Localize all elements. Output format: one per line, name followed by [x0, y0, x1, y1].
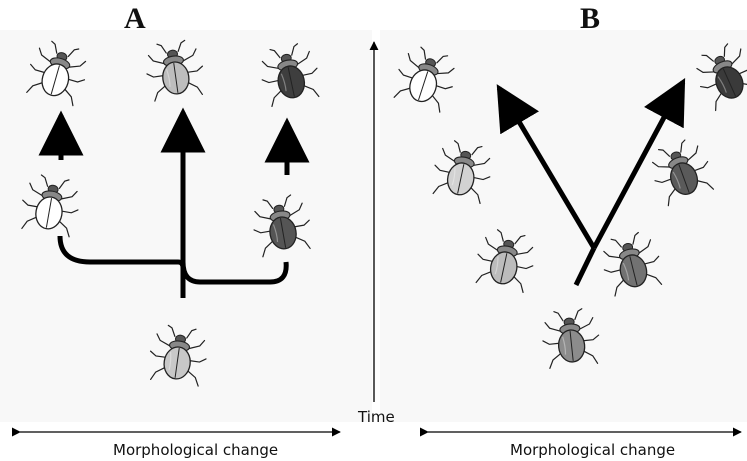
panel-a-label: A [124, 2, 146, 36]
time-axis-label: Time [358, 408, 395, 426]
panel-a-x-axis-label: Morphological change [113, 441, 278, 459]
panel-b-x-axis-label: Morphological change [510, 441, 675, 459]
panel-b-label: B [580, 2, 600, 36]
